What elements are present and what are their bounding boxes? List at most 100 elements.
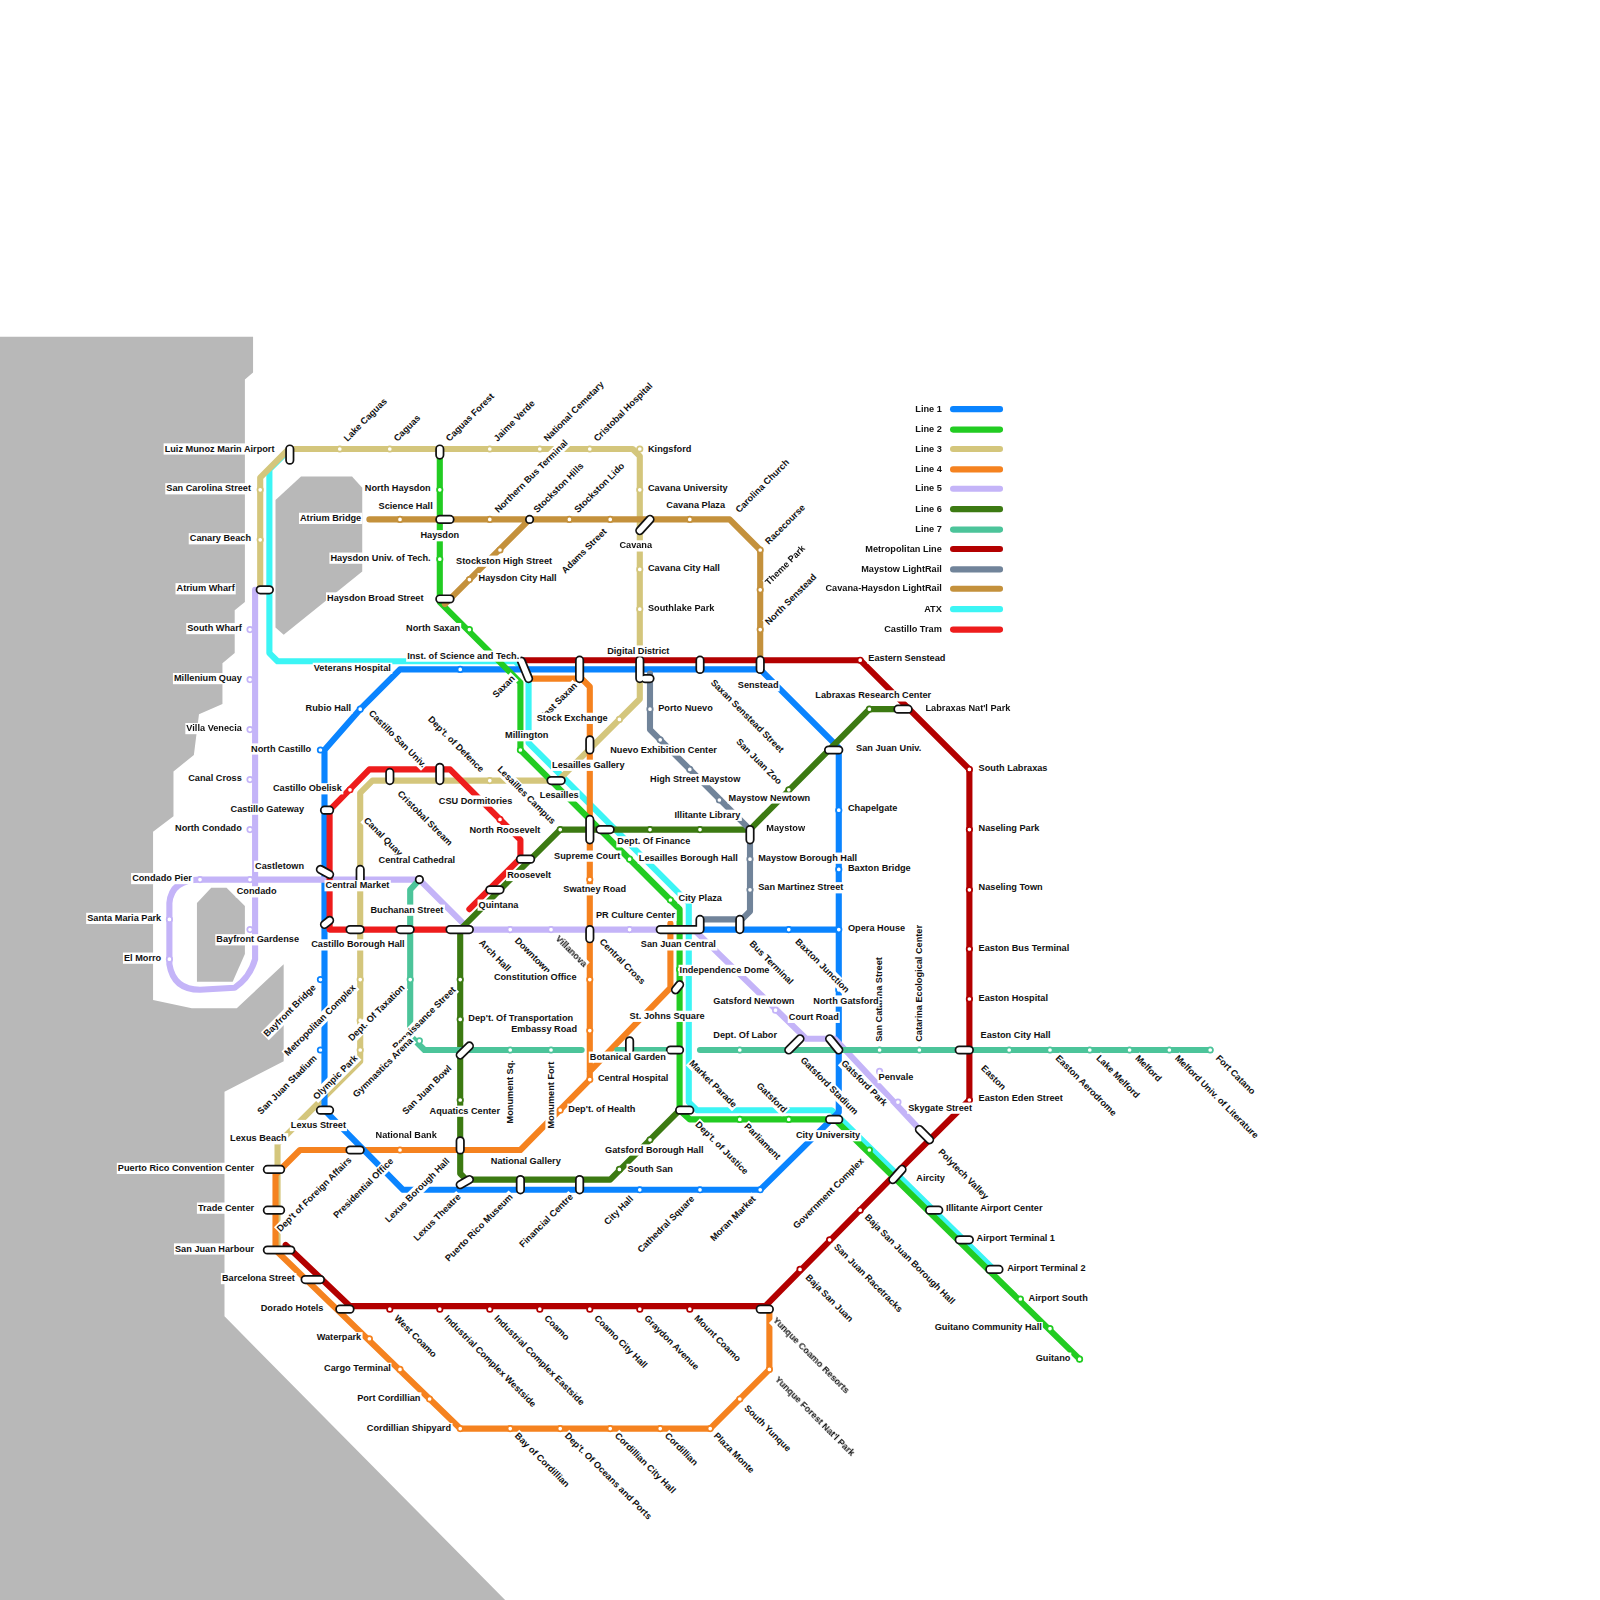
station-label: Lesailles: [539, 790, 580, 801]
station-label: Parliament: [741, 1121, 784, 1164]
station-label: San Juan Univ.: [855, 742, 922, 753]
station-label: Dept. Of Finance: [616, 836, 691, 847]
legend-swatch: [950, 566, 1003, 572]
station-label: Arch Hall: [476, 937, 514, 975]
station-label: Villanova: [552, 933, 590, 971]
station-label: Buchanan Street: [369, 905, 444, 916]
legend-text: Line 6: [915, 504, 942, 515]
station-label: Skygate Street: [907, 1103, 973, 1114]
station-label: Supreme Court: [553, 851, 621, 862]
station-label: Inst. of Science and Tech.: [406, 651, 520, 662]
station-label: Lesailles Borough Hall: [638, 853, 739, 864]
route-cavana-haysdon: [369, 519, 760, 665]
station-label: West Coamo: [391, 1312, 440, 1361]
station-label: Southlake Park: [647, 603, 715, 614]
station-label: North Gatsford: [812, 995, 879, 1006]
station-label: Lexus Street: [290, 1120, 347, 1131]
station-label: Cargo Terminal: [323, 1363, 392, 1374]
station-label: Barcelona Street: [221, 1273, 296, 1284]
station-label: Haysdon Univ. of Tech.: [329, 553, 431, 564]
station-label: Lake Caguas: [341, 395, 390, 444]
route-line3: [260, 449, 640, 1250]
station-label: Trade Center: [197, 1203, 255, 1214]
station-label: Adams Street: [559, 526, 610, 577]
station-label: North Haysdon: [364, 483, 432, 494]
legend-swatch: [950, 626, 1003, 632]
station-label: Labraxas Research Center: [814, 690, 932, 701]
station-label: Illitante Library: [673, 810, 741, 821]
station-label: Central Hospital: [597, 1073, 669, 1084]
station-label: Opera House: [847, 923, 906, 934]
legend-swatch: [950, 586, 1003, 592]
station-label: Roosevelt: [506, 870, 552, 881]
station-label: Castillo Borough Hall: [310, 939, 405, 950]
station-label: Baja San Juan: [802, 1272, 856, 1326]
station-label: Maystow Borough Hall: [757, 853, 858, 864]
station-label: Haysdon: [419, 530, 460, 541]
station-label: Dep't. Of Transportation: [467, 1013, 574, 1024]
station-label: National Gallery: [490, 1156, 562, 1167]
routes: [169, 449, 1210, 1429]
station-label: Constitution Office: [493, 972, 578, 983]
station-label: Canal Quay: [360, 814, 405, 859]
station-label: Easton Eden Street: [978, 1092, 1064, 1103]
station-label: Gatsford Borough Hall: [604, 1144, 705, 1155]
station-label: Airport South: [1028, 1292, 1089, 1303]
legend-swatch: [950, 426, 1003, 432]
station-label: Porto Nuevo: [657, 703, 714, 714]
legend-swatch: [950, 506, 1003, 512]
station-label: North Condado: [174, 823, 243, 834]
station-label: North Saxan: [405, 623, 461, 634]
station-label: Baxton Bridge: [847, 863, 912, 874]
station-centres: [169, 449, 1210, 1429]
station-label: Jaime Verde: [491, 397, 538, 444]
station-label: Easton: [978, 1062, 1009, 1093]
station-label: Independence Dome: [679, 965, 771, 976]
station-label: Stockston High Street: [455, 556, 553, 567]
station-label: Stock Exchange: [536, 713, 609, 724]
station-label: Lesailles Gallery: [551, 760, 626, 771]
station-label: Guitano Community Hall: [934, 1322, 1043, 1333]
legend-text: Line 7: [915, 524, 942, 535]
station-label: Central Market: [324, 880, 390, 891]
station-label: Saxan: [490, 673, 519, 702]
station-label: Castillo Obelisk: [272, 783, 343, 794]
station-label: Caguas: [391, 412, 424, 445]
station-dots: [400, 519, 760, 629]
station-label: Illitante Airport Center: [945, 1203, 1044, 1214]
station-label: Puerto Rico Convention Center: [117, 1163, 255, 1174]
station-label: Science Hall: [378, 501, 434, 512]
legend-text: Castillo Tram: [884, 624, 942, 635]
station-label: South Yunque: [741, 1402, 794, 1455]
legend-text: ATX: [924, 604, 942, 615]
station-label: Financial Centre: [517, 1191, 577, 1251]
route-line7: [410, 880, 1210, 1050]
station-label: Gatsford Newtown: [712, 995, 795, 1006]
station-label: Easton City Hall: [980, 1030, 1052, 1041]
station-label: PR Culture Center: [595, 910, 676, 921]
station-label: Senstead: [737, 680, 780, 691]
station-label: Cavana Plaza: [665, 499, 726, 510]
station-label: Monument Fort: [545, 1061, 556, 1130]
station-label: Condado Pier: [131, 873, 193, 884]
legend-swatch: [950, 486, 1003, 492]
station-label: Aircity: [915, 1173, 946, 1184]
station-label: Veterans Hospital: [313, 663, 392, 674]
station-dots: [410, 930, 1210, 1050]
station-label: San Juan Harbour: [174, 1243, 255, 1254]
station-label: City University: [795, 1130, 861, 1141]
station-label: Haysdon City Hall: [478, 573, 558, 584]
station-label: Baxton Junction: [792, 936, 852, 996]
station-label: Maystow: [765, 823, 806, 834]
station-dots: [369, 880, 769, 1429]
station-label: Canal Cross: [187, 773, 243, 784]
station-label: Cordillian: [661, 1430, 700, 1469]
station-dots: [440, 490, 1080, 1359]
station-label: Cavana: [618, 540, 653, 551]
legend-swatch: [950, 466, 1003, 472]
station-label: Digital District: [606, 645, 670, 656]
station-label: Coamo: [541, 1312, 572, 1343]
station-label: Lexus Theatre: [411, 1191, 464, 1244]
station-label: South Wharf: [186, 623, 243, 634]
station-label: Kingsford: [647, 443, 692, 454]
